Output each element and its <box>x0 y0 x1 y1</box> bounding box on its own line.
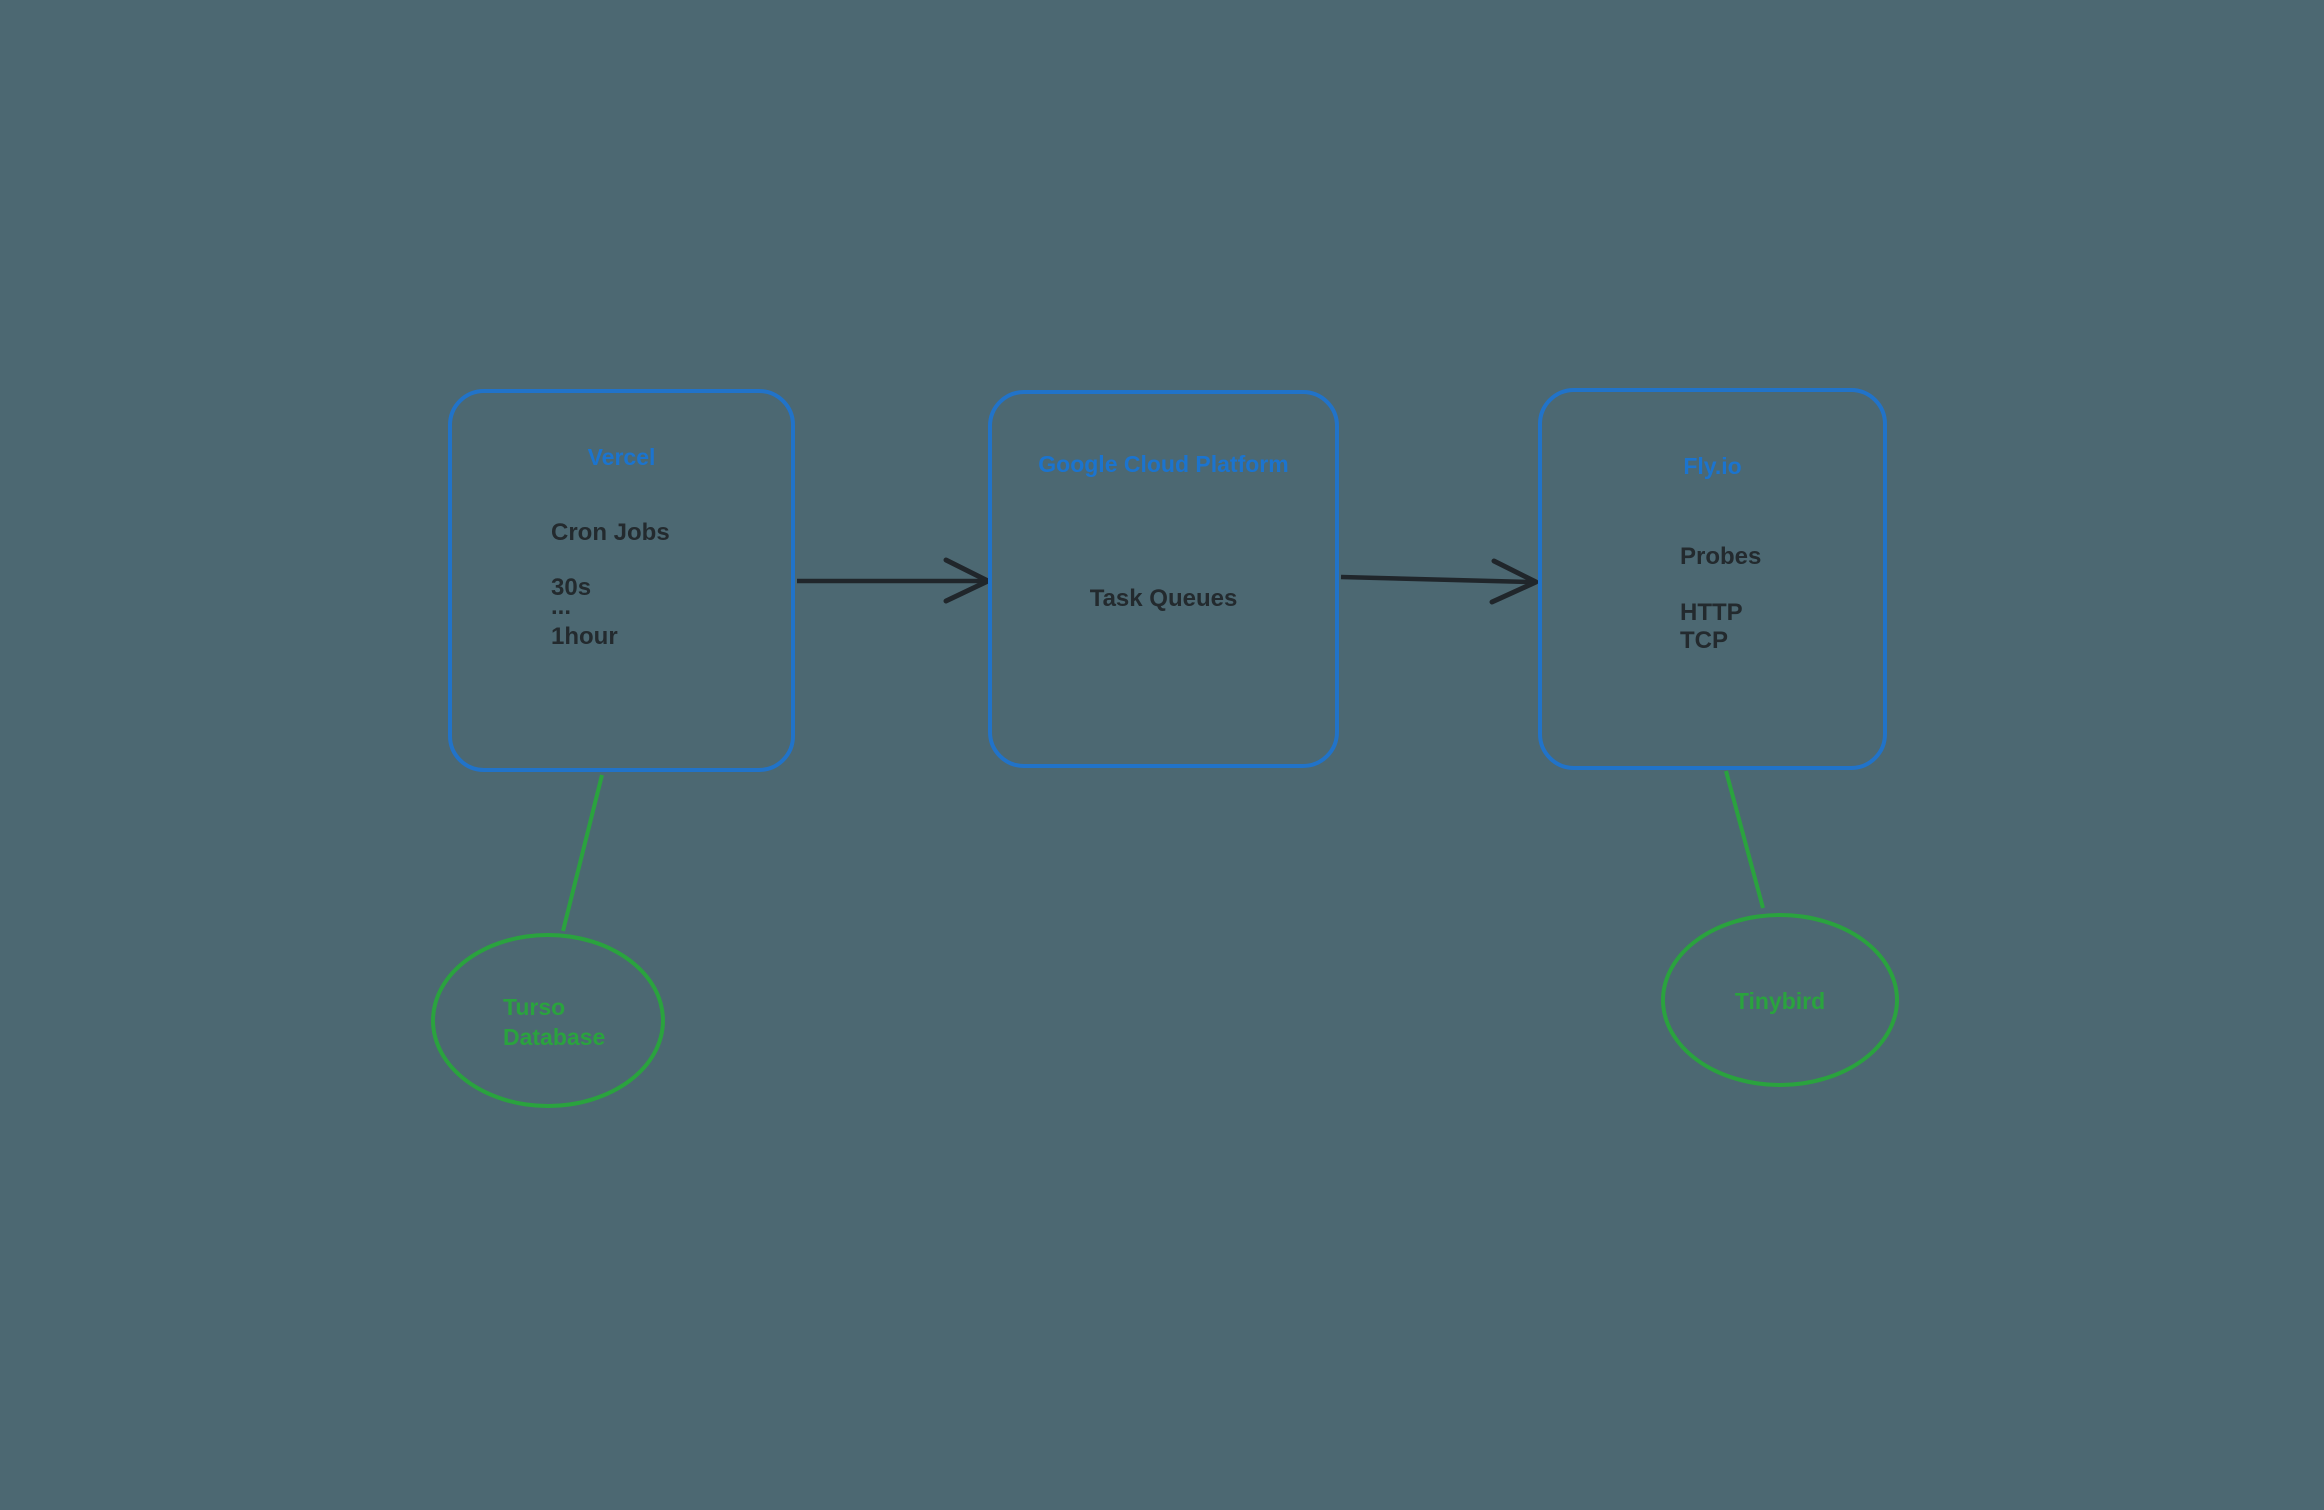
flyio-probes-label: Probes <box>1680 543 1762 570</box>
vercel-interval-ellipsis-label: ... <box>551 593 572 620</box>
connector-flyio-to-tinybird <box>1724 770 1765 909</box>
vercel-cron-jobs-label: Cron Jobs <box>551 519 670 546</box>
flyio-node-box <box>1538 388 1887 770</box>
flyio-node-title: Fly.io <box>1683 453 1742 479</box>
tinybird-ellipse <box>1661 913 1899 1087</box>
gcp-task-queues-label: Task Queues <box>1089 585 1238 612</box>
vercel-node-box <box>448 389 795 772</box>
turso-database-ellipse <box>431 933 665 1108</box>
turso-database-label: Database <box>503 1024 606 1050</box>
gcp-node-box <box>988 390 1339 768</box>
arrow-gcp-to-flyio-line <box>1340 574 1532 585</box>
turso-label: Turso <box>503 994 566 1020</box>
flyio-http-label: HTTP <box>1680 599 1743 626</box>
arrow-gcp-to-flyio-head-icon <box>1489 558 1539 605</box>
vercel-node-title: Vercel <box>587 444 656 470</box>
vercel-interval-1hour-label: 1hour <box>551 623 618 650</box>
arrow-vercel-to-gcp-head-icon <box>943 557 991 604</box>
vercel-interval-30s-label: 30s <box>551 574 592 601</box>
tinybird-label: Tinybird <box>1734 988 1826 1014</box>
flyio-tcp-label: TCP <box>1680 627 1728 654</box>
connector-vercel-to-turso <box>561 774 604 932</box>
gcp-node-title: Google Cloud Platform <box>1038 451 1289 477</box>
